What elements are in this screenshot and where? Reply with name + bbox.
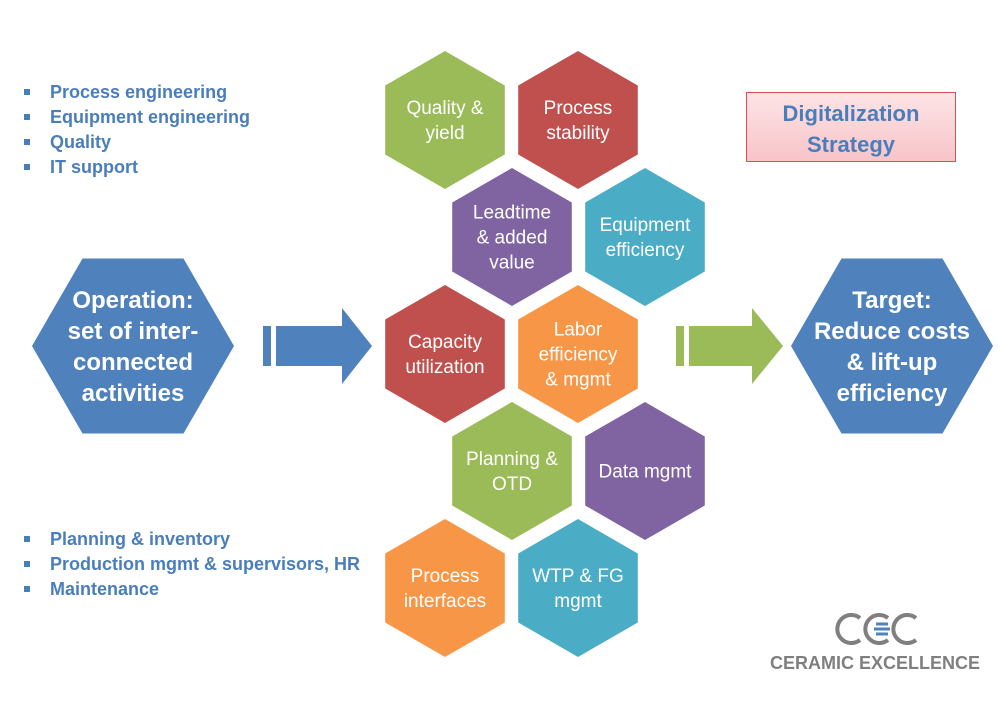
hexagon-label: Process	[411, 566, 480, 587]
hexagon-data-mgmt: Data mgmt	[585, 402, 705, 540]
hexagon-label: yield	[425, 123, 464, 144]
strategy-line-2: Strategy	[806, 132, 896, 157]
list-item: Planning & inventory	[20, 527, 360, 552]
hexagon-shape	[518, 285, 638, 423]
hexagon-label: & mgmt	[545, 370, 611, 391]
hexagon-label: Leadtime	[473, 203, 551, 224]
hexagon-label: Quality &	[406, 98, 483, 119]
list-item: Process engineering	[20, 80, 250, 105]
hexagon-label: Reduce costs	[814, 318, 970, 345]
hexagon-leadtime: Leadtime & added value	[452, 168, 572, 306]
top-role-list: Process engineering Equipment engineerin…	[20, 80, 250, 180]
hexagon-shape	[791, 258, 993, 434]
hexagon-label: utilization	[405, 357, 484, 378]
hexagon-label: & lift-up	[847, 349, 938, 376]
cec-logo-mark-icon	[835, 613, 918, 645]
hexagon-label: Equipment	[600, 215, 692, 236]
hexagon-label: Process	[544, 98, 613, 119]
list-item: Equipment engineering	[20, 105, 250, 130]
hexagon-labor-efficiency: Labor efficiency & mgmt	[518, 285, 638, 423]
hexagon-label: Labor	[554, 320, 603, 341]
hexagon-label: efficiency	[539, 345, 618, 366]
hexagon-label: efficiency	[606, 240, 685, 261]
hexagon-grid: Quality &yieldProcessstabilityLeadtime& …	[385, 51, 705, 657]
hexagon-label: Planning &	[466, 449, 558, 470]
hexagon-label: WTP & FG	[532, 566, 623, 587]
hexagon-shape	[385, 519, 505, 657]
hexagon-label: efficiency	[837, 380, 948, 407]
hexagon-shape	[585, 402, 705, 540]
hexagon-shape	[385, 285, 505, 423]
hexagon-shape	[585, 168, 705, 306]
hexagon-label: & added	[477, 228, 548, 249]
hexagon-shape	[452, 168, 572, 306]
bottom-role-list: Planning & inventory Production mgmt & s…	[20, 527, 360, 602]
list-item: Quality	[20, 130, 250, 155]
hexagon-capacity-utilization: Capacity utilization	[385, 285, 505, 423]
hexagon-operation: Operation: set of inter-connected activiti…	[32, 258, 234, 434]
hexagon-shape	[452, 402, 572, 540]
hexagon-label: activities	[82, 380, 185, 407]
hexagon-target: Target: Reduce costs & lift-up efficiency	[791, 258, 993, 434]
operation-target-layer: Operation: set of inter-connected activiti…	[32, 258, 993, 434]
hexagon-shape	[518, 51, 638, 189]
hexagon-equipment-efficiency: Equipment efficiency	[585, 168, 705, 306]
hexagon-label: Capacity	[408, 332, 482, 353]
digitalization-strategy-box: Digitalization Strategy	[746, 92, 956, 162]
logo-text: CERAMIC EXCELLENCE	[770, 653, 981, 673]
left-arrow	[263, 308, 372, 384]
hexagon-label: OTD	[492, 474, 532, 495]
company-logo: CERAMIC EXCELLENCE	[770, 612, 980, 674]
hexagon-label: set of inter-	[68, 318, 199, 345]
hexagon-label: connected	[73, 349, 193, 376]
hexagon-wtp-fg: WTP & FG mgmt	[518, 519, 638, 657]
hexagon-shape	[385, 51, 505, 189]
strategy-line-1: Digitalization	[782, 101, 920, 126]
list-item: Production mgmt & supervisors, HR	[20, 552, 360, 577]
hexagon-label: interfaces	[404, 591, 486, 612]
list-item: Maintenance	[20, 577, 360, 602]
hexagon-shape	[32, 258, 234, 434]
hexagon-label: value	[489, 253, 534, 274]
hexagon-label: stability	[546, 123, 610, 144]
hexagon-quality-yield: Quality & yield	[385, 51, 505, 189]
hexagon-label: Target:	[852, 287, 932, 314]
hexagon-label: mgmt	[554, 591, 602, 612]
hexagon-label: Operation:	[72, 287, 193, 314]
right-arrow	[676, 308, 783, 384]
hexagon-shape	[518, 519, 638, 657]
hexagon-label: Data mgmt	[599, 462, 693, 483]
hexagon-process-interfaces: Process interfaces	[385, 519, 505, 657]
hexagon-planning-otd: Planning & OTD	[452, 402, 572, 540]
hexagon-process-stability: Process stability	[518, 51, 638, 189]
list-item: IT support	[20, 155, 250, 180]
